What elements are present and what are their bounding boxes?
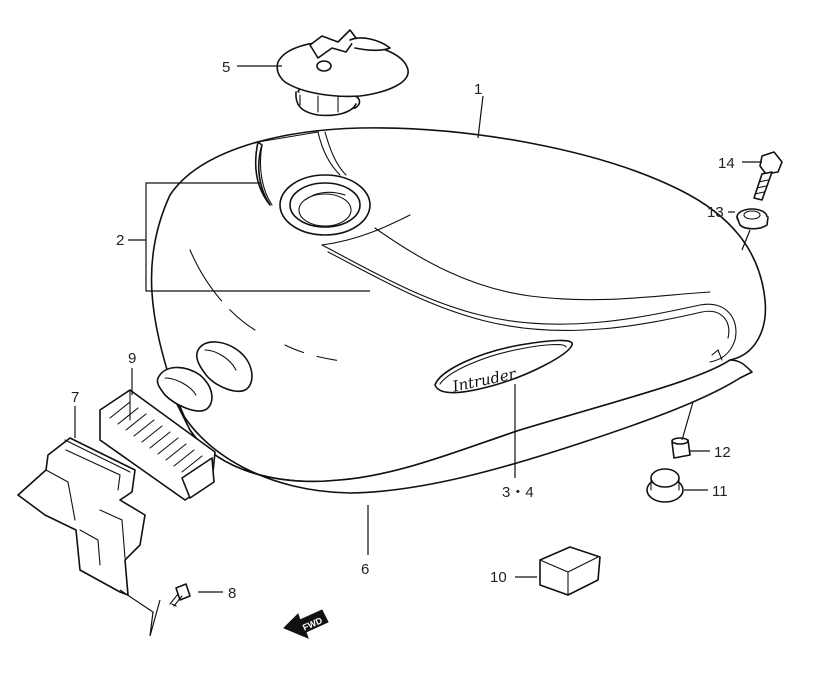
callout-10: 10: [490, 569, 507, 586]
tank-cushion: [99, 389, 216, 501]
side-bracket: [17, 437, 146, 596]
damper: [671, 437, 691, 459]
fuel-tank: Intruder: [150, 127, 767, 494]
callout-14: 14: [718, 155, 735, 172]
cushion-ribs: [109, 401, 203, 473]
callout-1: 1: [474, 81, 482, 98]
screw: [169, 583, 191, 607]
callout-12: 12: [714, 444, 731, 461]
fwd-arrow-icon: FWD: [283, 609, 329, 639]
callout-13: 13: [707, 204, 724, 221]
callout-5: 5: [222, 59, 230, 76]
callout-7: 7: [71, 389, 79, 406]
bolt: [753, 151, 783, 201]
callout-3-4: 3・4: [502, 484, 534, 501]
leader-lines: [74, 65, 762, 637]
callout-2: 2: [116, 232, 124, 249]
tank-strap: [156, 341, 253, 412]
pad: [539, 546, 601, 596]
callouts: 1 2 3・4 5 6 7 8 9 10 11 12 13 14: [71, 59, 735, 602]
intruder-emblem: Intruder: [434, 339, 573, 396]
callout-6: 6: [361, 561, 369, 578]
fuel-cap: [276, 29, 409, 117]
washer: [736, 208, 769, 230]
callout-11: 11: [712, 483, 728, 500]
cushion: [646, 468, 684, 503]
callout-8: 8: [228, 585, 236, 602]
callout-9: 9: [128, 350, 136, 367]
